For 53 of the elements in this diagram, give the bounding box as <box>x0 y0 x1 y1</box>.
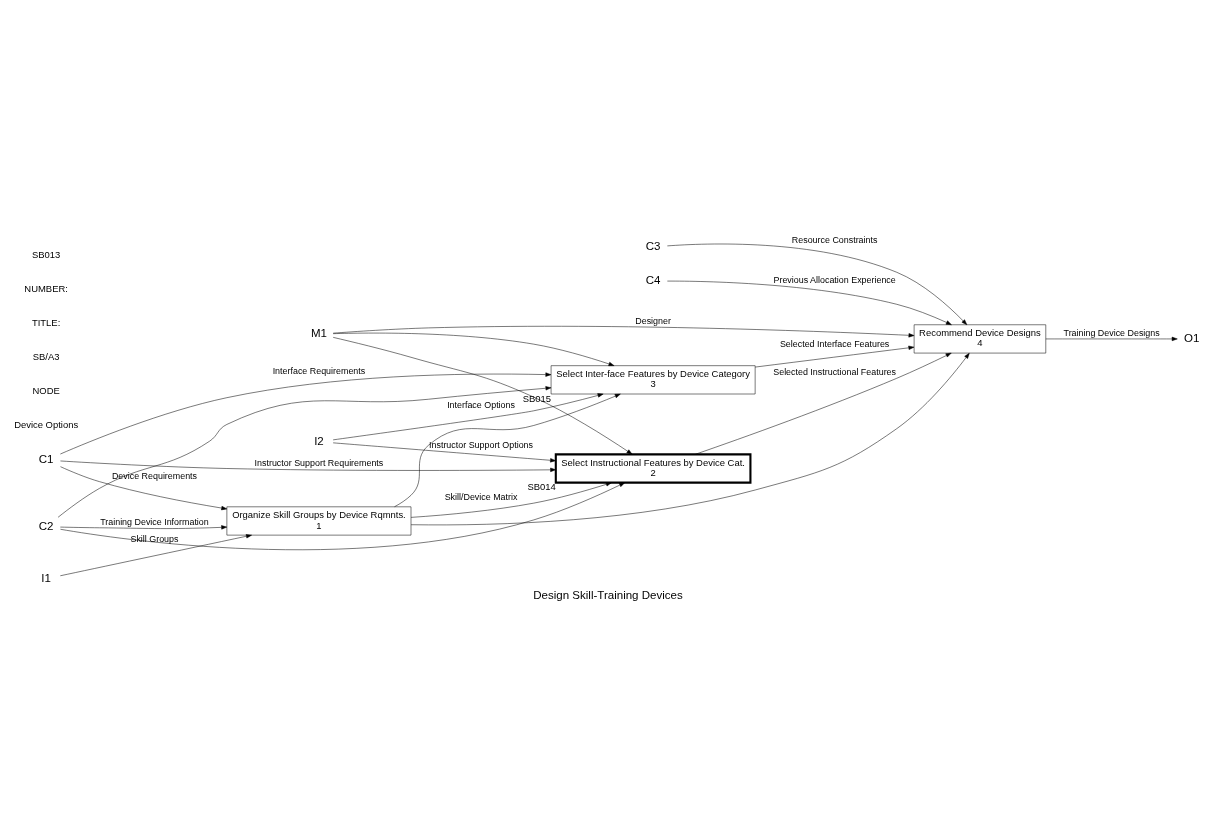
label: TITLE: <box>31 316 61 328</box>
edge-label: Instructor Support Options <box>429 439 534 450</box>
arrow <box>1045 336 1178 341</box>
node-text: C3 <box>645 239 661 252</box>
node-text: C1 <box>38 452 54 465</box>
diagram-title: Design Skill-Training Devices <box>533 588 683 601</box>
arrow <box>754 345 915 367</box>
node-label: SB014 <box>527 480 556 492</box>
arrow <box>332 336 633 454</box>
edge-label: Training Device Information <box>100 516 209 527</box>
edge-label: Interface Requirements <box>272 365 366 376</box>
edge-label: Resource Constraints <box>791 234 878 245</box>
arrow <box>332 392 604 440</box>
arrow <box>667 243 968 325</box>
arrow <box>60 460 557 472</box>
node-text: C2 <box>38 519 54 532</box>
arrow <box>410 481 612 518</box>
label: SB/A3 <box>32 350 60 362</box>
edge-label: Selected Interface Features <box>779 338 890 349</box>
edge-label: Interface Options <box>447 399 515 410</box>
node-box: Recommend Device Designs 4 <box>913 324 1047 353</box>
arrow <box>60 524 228 529</box>
label: NUMBER: <box>24 282 68 294</box>
arrow <box>60 533 252 576</box>
edge-label: Training Device Designs <box>1063 327 1160 338</box>
node-text: I2 <box>314 434 324 447</box>
arrow <box>57 385 552 518</box>
label: SB013 <box>31 248 61 260</box>
arrow <box>60 465 228 510</box>
edge-label: Skill Groups <box>130 533 179 544</box>
edge-label: Previous Allocation Experience <box>773 274 896 285</box>
arrow <box>332 442 556 462</box>
node-label: SB015 <box>522 392 552 404</box>
arrow <box>60 481 625 550</box>
node-box: Select Inter-face Features by Device Category 3 <box>550 364 756 394</box>
label: NODE <box>32 384 60 396</box>
label: Device Options <box>14 418 79 430</box>
arrow <box>667 280 952 325</box>
node-text: M1 <box>310 326 327 339</box>
edge-label: Skill/Device Matrix <box>444 491 518 502</box>
edge-label: Instructor Support Requirements <box>254 457 384 468</box>
node-text: O1 <box>1183 331 1200 344</box>
node-box: Organize Skill Groups by Device Rqmnts. 1 <box>226 506 412 535</box>
edge-label: Selected Instructional Features <box>773 366 897 377</box>
node-text: I1 <box>41 571 51 584</box>
arrow <box>332 325 915 337</box>
arrow <box>695 352 952 455</box>
edge-label: Designer <box>635 315 671 325</box>
node-text: C4 <box>645 273 661 286</box>
edge-label: Device Requirements <box>111 470 198 481</box>
arrow <box>60 372 552 454</box>
arrow <box>394 393 621 507</box>
arrow <box>410 352 970 525</box>
